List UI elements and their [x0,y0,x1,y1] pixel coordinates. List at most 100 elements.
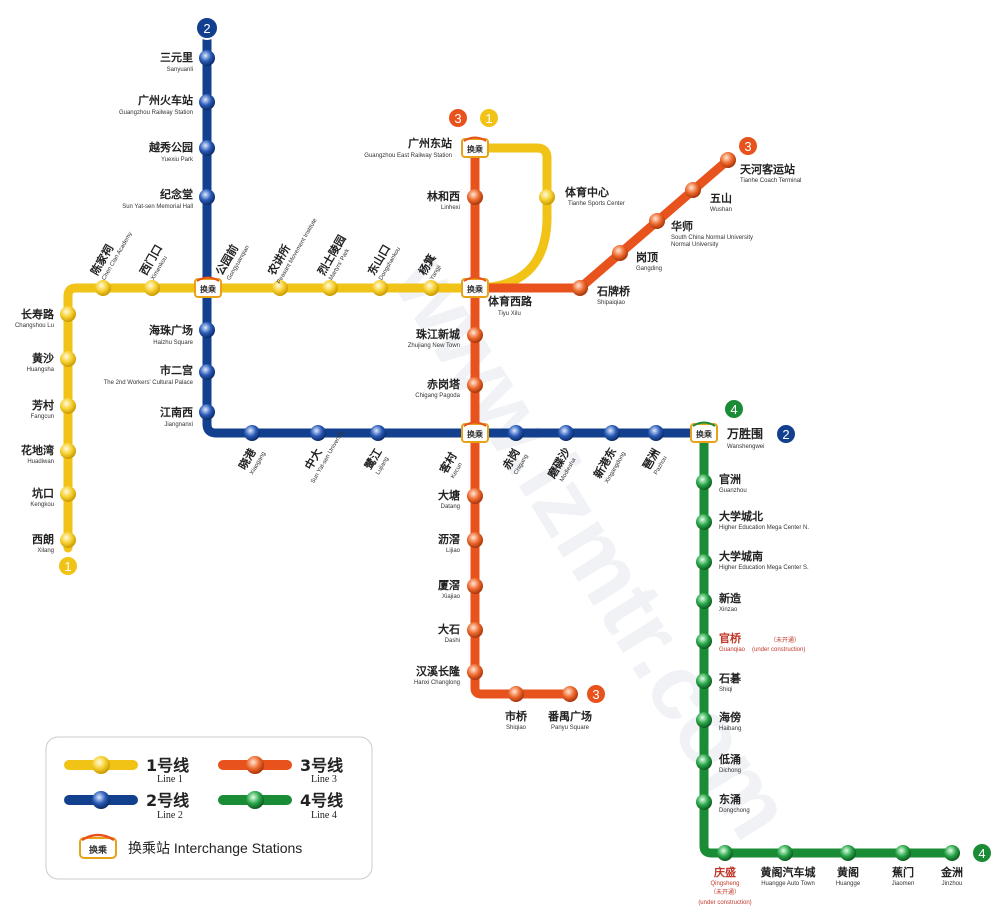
station-dot-xilang[interactable] [60,532,76,548]
station-dot-tiyuzhongxin[interactable] [539,189,555,205]
station-dot-dongchong[interactable] [696,794,712,810]
station-dot-nongjiangsuo[interactable] [272,280,288,296]
station-dot-gangding[interactable] [612,245,628,261]
station-dot-modiesha[interactable] [558,425,574,441]
station-label-haizhu-square: 海珠广场 Haizhu Square [149,323,194,346]
svg-text:新造: 新造 [719,591,742,605]
svg-text:珠江新城: 珠江新城 [416,327,460,341]
station-label-lijiao: 沥滘 Lijiao [438,532,461,554]
svg-text:(under construction): (under construction) [752,647,805,653]
station-dot-jiangnanxi[interactable] [199,404,215,420]
station-dot-guangzhou-rail[interactable] [199,94,215,110]
station-dot-xiajiao[interactable] [467,578,483,594]
station-label-huangge: 黄阁 Huangge [836,865,861,887]
svg-text:Guangzhou Railway Station: Guangzhou Railway Station [119,110,193,116]
station-dot-hemc-south[interactable] [696,554,712,570]
svg-text:Haibang: Haibang [719,726,741,732]
svg-text:3号线: 3号线 [300,756,343,775]
svg-text:广州火车站: 广州火车站 [138,93,193,107]
station-dot-zhujiang-nt[interactable] [467,327,483,343]
interchange-icon-gongyuanqian[interactable]: 换乘 [194,276,222,298]
interchange-icon-tiyuxilu[interactable]: 换乘 [461,276,489,298]
station-dot-yuexiu-park[interactable] [199,140,215,156]
station-dot-pazhou[interactable] [648,425,664,441]
svg-text:Huadiwan: Huadiwan [27,459,54,465]
station-dot-wushan[interactable] [685,182,701,198]
station-dot-panyu-square[interactable] [562,686,578,702]
station-dot-shipaiqiao[interactable] [572,280,588,296]
station-dot-haizhu-square[interactable] [199,322,215,338]
station-dot-qingsheng[interactable] [717,845,733,861]
station-dot-shiqiao[interactable] [508,686,524,702]
station-dot-xingangdong[interactable] [604,425,620,441]
station-dot-changshoulu[interactable] [60,306,76,322]
station-dot-fangcun[interactable] [60,398,76,414]
station-dot-xiaogang[interactable] [244,425,260,441]
station-dot-huadiwan[interactable] [60,443,76,459]
station-dot-ximenkou[interactable] [144,280,160,296]
station-dot-shiqi[interactable] [696,673,712,689]
svg-text:4: 4 [978,846,985,861]
svg-text:Panyu Square: Panyu Square [551,725,590,731]
line-badge-2-right: 2 [775,423,797,445]
station-dot-haibang[interactable] [696,712,712,728]
station-dot-chigang[interactable] [508,425,524,441]
svg-text:海傍: 海傍 [719,710,741,724]
station-dot-hanxi[interactable] [467,664,483,680]
svg-text:换乘站 Interchange Stations: 换乘站 Interchange Stations [128,840,302,856]
station-dot-sanyuanli[interactable] [199,50,215,66]
station-dot-chenjiaci[interactable] [95,280,111,296]
station-dot-huangge[interactable] [840,845,856,861]
station-dot-huangge-auto[interactable] [777,845,793,861]
station-dot-hemc-north[interactable] [696,514,712,530]
svg-text:黄阁汽车城: 黄阁汽车城 [761,865,816,879]
legend-line-3: 3号线 Line 3 [218,756,343,785]
station-dot-shiergong[interactable] [199,364,215,380]
station-dot-dichong[interactable] [696,754,712,770]
svg-text:Huangge Auto Town: Huangge Auto Town [761,881,815,887]
station-dot-kengkou[interactable] [60,486,76,502]
station-label-wanshengwei: 万胜围 Wanshengwei [726,426,764,450]
svg-text:4号线: 4号线 [300,791,343,810]
svg-text:大石: 大石 [438,622,460,636]
station-dot-xinzao[interactable] [696,593,712,609]
svg-text:市二宫: 市二宫 [160,363,193,377]
station-dot-lieshilingyuan[interactable] [322,280,338,296]
svg-text:Lijiao: Lijiao [446,548,461,554]
station-dot-yangji[interactable] [423,280,439,296]
station-dot-jiaomen[interactable] [895,845,911,861]
interchange-icon-wanshengwei[interactable]: 换乘 [690,421,718,443]
station-label-jinzhou: 金洲 Jinzhou [940,865,963,887]
station-dot-guanqiao[interactable] [696,633,712,649]
station-dot-chigang-pagoda[interactable] [467,377,483,393]
station-dot-jinzhou[interactable] [944,845,960,861]
interchange-icon-kecun[interactable]: 换乘 [461,421,489,443]
line-1-track [63,143,552,553]
station-dot-guanzhou[interactable] [696,474,712,490]
svg-text:Haizhu Square: Haizhu Square [153,340,193,346]
station-dot-lijiao[interactable] [467,532,483,548]
svg-text:三元里: 三元里 [160,51,193,64]
station-dot-huangsha[interactable] [60,351,76,367]
interchange-icon-guangzhou-east[interactable]: 换乘 [461,136,489,158]
svg-text:万胜围: 万胜围 [726,426,763,441]
svg-text:2: 2 [203,21,210,36]
svg-text:官洲: 官洲 [719,472,741,486]
station-dot-linhexi[interactable] [467,189,483,205]
svg-text:Sun Yat-sen Memorial Hall: Sun Yat-sen Memorial Hall [122,204,193,210]
station-label-chenjiaci: 陈家祠 Chen Clan Academy [87,231,133,281]
legend-line-1: 1号线 Line 1 [64,756,189,785]
station-dot-zhongda[interactable] [310,425,326,441]
station-dot-datang[interactable] [467,488,483,504]
station-label-lieshilingyuan: 烈士陵园 Martyrs' Park [314,232,351,281]
station-dot-sun-yatsen[interactable] [199,189,215,205]
svg-text:3: 3 [744,139,751,154]
station-label-kengkou: 坑口 Kengkou [30,486,54,508]
station-label-jiaomen: 蕉门 Jiaomen [891,865,914,887]
station-dot-lujiang[interactable] [370,425,386,441]
station-dot-dongshankou[interactable] [372,280,388,296]
station-dot-huashi[interactable] [649,213,665,229]
station-dot-dashi[interactable] [467,622,483,638]
station-dot-tianhe-coach[interactable] [720,152,736,168]
